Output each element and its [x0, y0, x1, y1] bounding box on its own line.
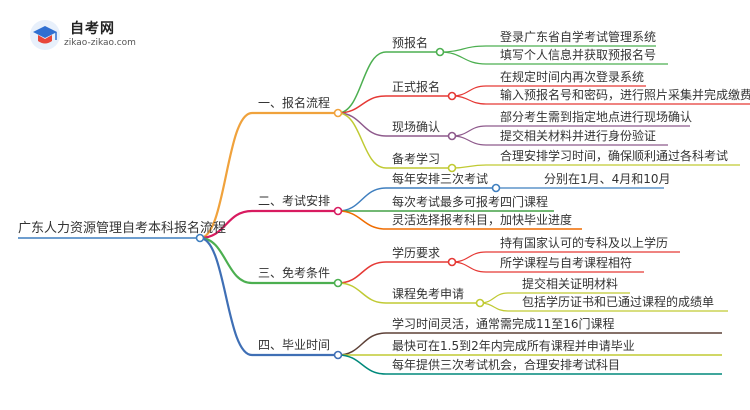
branch-4-node-dot — [333, 350, 343, 360]
branch-1-child-2-leaf-1: 在规定时间内再次登录系统 — [500, 70, 645, 84]
branch-1-child-4: 备考学习 — [392, 152, 441, 166]
branch-2-child-1-leaf-1: 分别在1月、4月和10月 — [544, 172, 671, 186]
branch-1-child-2: 正式报名 — [392, 80, 441, 94]
branch-3-child-2-leaf-2: 包括学历证书和已通过课程的成绩单 — [522, 295, 715, 309]
branch-3-child-2-leaf-1: 提交相关证明材料 — [522, 277, 619, 291]
branch-2: 二、考试安排 — [258, 194, 331, 208]
branch-1-child-4-node-dot — [447, 163, 457, 173]
branch-1-child-1: 预报名 — [392, 36, 429, 50]
branch-2-node-dot — [333, 206, 343, 216]
branch-2-child-1: 每年安排三次考试 — [392, 172, 489, 186]
branch-3-node-dot — [333, 278, 343, 288]
branch-1-child-4-leaf-1: 合理安排学习时间，确保顺利通过各科考试 — [500, 149, 729, 163]
branch-1-child-3-leaf-1: 部分考生需到指定地点进行现场确认 — [500, 110, 693, 124]
root-node: 广东人力资源管理自考本科报名流程 — [18, 221, 227, 236]
branch-2-child-3: 灵活选择报考科目，加快毕业进度 — [392, 213, 573, 227]
branch-3-child-1-node-dot — [447, 257, 457, 267]
branch-1-child-2-leaf-2: 输入预报名号和密码，进行照片采集并完成缴费 — [500, 88, 750, 102]
branch-1-child-1-leaf-2: 填写个人信息并获取预报名号 — [500, 48, 657, 62]
branch-1-child-1-leaf-1: 登录广东省自学考试管理系统 — [500, 30, 657, 44]
logo-url: zikao-zikao.com — [64, 38, 136, 48]
branch-1: 一、报名流程 — [258, 96, 331, 110]
site-logo: 自考网 zikao-zikao.com — [28, 18, 148, 52]
branch-3-child-2: 课程免考申请 — [392, 287, 465, 301]
branch-1-node-dot — [333, 108, 343, 118]
graduation-cap-icon — [30, 20, 60, 50]
branch-1-child-3-leaf-2: 提交相关材料并进行身份验证 — [500, 129, 657, 143]
branch-3-child-1-leaf-2: 所学课程与自考课程相符 — [500, 256, 633, 270]
branch-4: 四、毕业时间 — [258, 338, 331, 352]
branch-3-child-1: 学历要求 — [392, 246, 441, 260]
branch-2-child-1-node-dot — [491, 183, 501, 193]
branch-1-child-2-node-dot — [447, 91, 457, 101]
branch-1-child-3-node-dot — [447, 131, 457, 141]
branch-4-child-2: 最快可在1.5到2年内完成所有课程并申请毕业 — [392, 339, 635, 353]
branch-4-child-1: 学习时间灵活，通常需完成11至16门课程 — [392, 317, 615, 331]
branch-3-child-1-leaf-1: 持有国家认可的专科及以上学历 — [500, 236, 669, 250]
branch-4-child-3: 每年提供三次考试机会，合理安排考试科目 — [392, 358, 621, 372]
logo-title: 自考网 — [70, 21, 115, 37]
branch-2-child-2: 每次考试最多可报考四门课程 — [392, 195, 549, 209]
branch-3-child-2-node-dot — [475, 298, 485, 308]
branch-1-child-3: 现场确认 — [392, 120, 441, 134]
branch-3: 三、免考条件 — [258, 266, 331, 280]
root-node-dot — [195, 233, 205, 243]
branch-1-child-1-node-dot — [435, 47, 445, 57]
